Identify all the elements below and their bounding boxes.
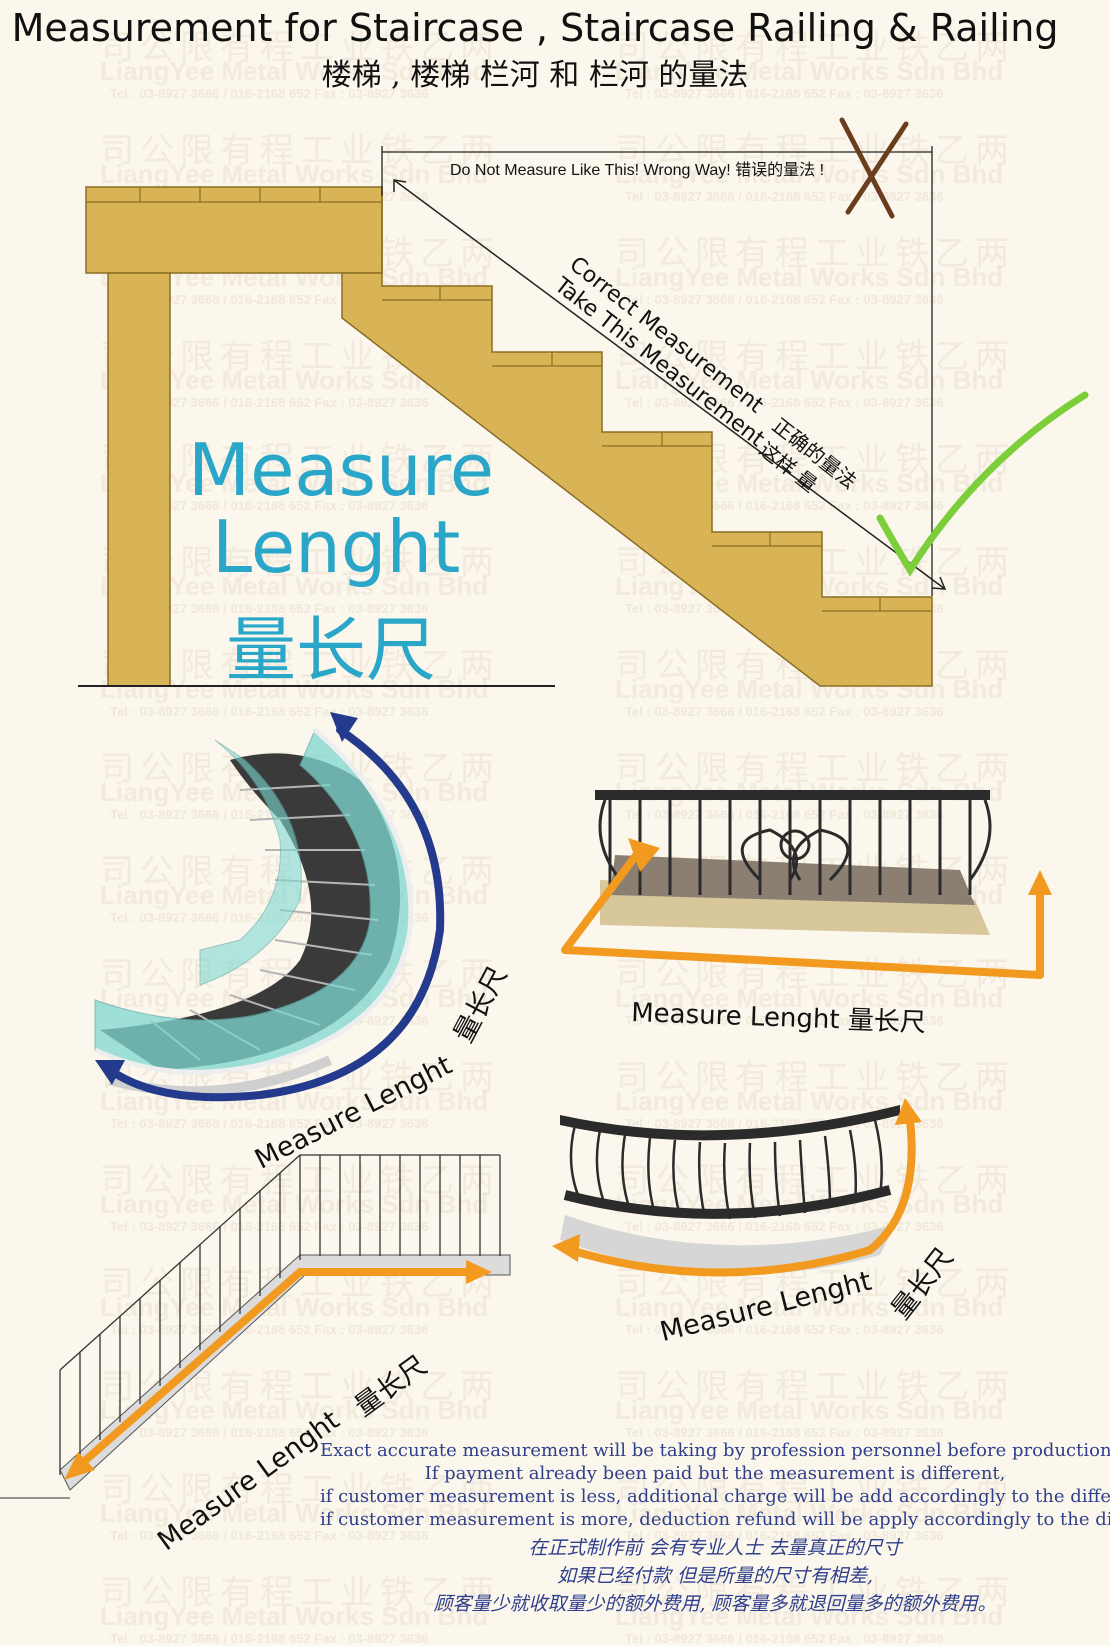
watermark-en: LiangYee Metal Works Sdn Bhd [615, 983, 1004, 1013]
watermark-contact: Tel : 03-8927 3666 / 016-2168 652 Fax : … [110, 498, 429, 513]
watermark-zh: 司公限有程工业铁乙两 [100, 1573, 500, 1613]
spiral-arrow-head-bottom [95, 1060, 125, 1085]
landing-slab [85, 186, 383, 274]
balcony-top-measure-arrow [561, 847, 1044, 979]
curved-arrow-head-top [895, 1098, 922, 1125]
straight-stair-illustration [0, 1154, 511, 1499]
note-zh-line-1: 在正式制作前 会有专业人士 去量真正的尺寸 [528, 1537, 902, 1559]
length-heading: Lenght [212, 505, 461, 589]
watermark-zh: 司公限有程工业铁乙两 [615, 749, 1015, 789]
watermark-en: LiangYee Metal Works Sdn Bhd [615, 262, 1004, 292]
watermark-contact: Tel : 03-8927 3666 / 016-2168 652 Fax : … [625, 1322, 944, 1337]
watermark-en: LiangYee Metal Works Sdn Bhd [100, 1498, 489, 1528]
stair-stringer [341, 187, 933, 687]
watermark-en: LiangYee Metal Works Sdn Bhd [615, 1498, 1004, 1528]
spiral-measure-arrow [106, 726, 445, 1102]
measure-heading-zh: 量长尺 [226, 609, 436, 691]
watermark-contact: Tel : 03-8927 3666 / 016-2168 652 Fax : … [625, 1013, 944, 1028]
note-line-3: if customer measurement is less, additio… [320, 1486, 1110, 1507]
page-title: Measurement for Staircase , Staircase Ra… [11, 6, 1059, 50]
watermark-contact: Tel : 03-8927 3666 / 016-2168 652 Fax : … [625, 292, 944, 307]
watermark-contact: Tel : 03-8927 3666 / 016-2168 652 Fax : … [625, 704, 944, 719]
note-line-4: if customer measurement is more, deducti… [320, 1509, 1110, 1530]
curved-arrow-head-left [552, 1234, 580, 1262]
cross-mark-icon [839, 117, 909, 219]
measure-heading: Measure [188, 428, 494, 512]
curved-balcony-measure-arrow [566, 1116, 916, 1277]
curved-balcony-illustration [560, 1105, 900, 1275]
wrong-measure-label: Do Not Measure Like This! Wrong Way! 错误的… [450, 162, 825, 179]
note-line-2: If payment already been paid but the mea… [424, 1463, 1006, 1484]
spiral-arrow-head-top [330, 712, 358, 742]
watermark-zh: 司公限有程工业铁乙两 [615, 1161, 1015, 1201]
watermark-contact: Tel : 03-8927 3666 / 016-2168 652 Fax : … [110, 86, 429, 101]
watermark-zh: 司公限有程工业铁乙两 [615, 131, 1015, 171]
watermark-zh: 司公限有程工业铁乙两 [100, 131, 500, 171]
watermark-en: LiangYee Metal Works Sdn Bhd [100, 1292, 489, 1322]
watermark-zh: 司公限有程工业铁乙两 [615, 1367, 1015, 1407]
support-column [107, 272, 171, 687]
watermark-zh: 司公限有程工业铁乙两 [100, 1161, 500, 1201]
watermark-en: LiangYee Metal Works Sdn Bhd [100, 159, 489, 189]
watermark-contact: Tel : 03-8927 3666 / 016-2168 652 Fax : … [625, 1631, 944, 1646]
balcony-railing-illustration [595, 790, 992, 935]
watermark-contact: Tel : 03-8927 3666 / 016-2168 652 Fax : … [625, 86, 944, 101]
watermark-contact: Tel : 03-8927 3666 / 016-2168 652 Fax : … [625, 189, 944, 204]
watermark-en: LiangYee Metal Works Sdn Bhd [615, 56, 1004, 86]
watermark-contact: Tel : 03-8927 3666 / 016-2168 652 Fax : … [625, 395, 944, 410]
watermark-en: LiangYee Metal Works Sdn Bhd [615, 674, 1004, 704]
watermark-contact: Tel : 03-8927 3666 / 016-2168 652 Fax : … [110, 1528, 429, 1543]
watermark-zh: 司公限有程工业铁乙两 [615, 1058, 1015, 1098]
watermark-contact: Tel : 03-8927 3666 / 016-2168 652 Fax : … [110, 1425, 429, 1440]
watermark-zh: 司公限有程工业铁乙两 [615, 337, 1015, 377]
watermark-en: LiangYee Metal Works Sdn Bhd [100, 1189, 489, 1219]
watermark-zh: 司公限有程工业铁乙两 [100, 1470, 500, 1510]
watermark-contact: Tel : 03-8927 3666 / 016-2168 652 Fax : … [110, 395, 429, 410]
tread-lines [139, 187, 932, 612]
spiral-staircase-illustration [93, 728, 414, 1097]
balcony-top-arrow-head-left [628, 838, 660, 872]
watermark-contact: Tel : 03-8927 3666 / 016-2168 652 Fax : … [625, 1425, 944, 1440]
note-line-1: Exact accurate measurement will be takin… [320, 1440, 1110, 1461]
watermark-zh: 司公限有程工业铁乙两 [615, 1470, 1015, 1510]
watermark-zh: 司公限有程工业铁乙两 [615, 28, 1015, 68]
watermark-contact: Tel : 03-8927 3666 / 016-2168 652 Fax : … [625, 1528, 944, 1543]
watermark-contact: Tel : 03-8927 3666 / 016-2168 652 Fax : … [110, 1322, 429, 1337]
watermark-en: LiangYee Metal Works Sdn Bhd [615, 1601, 1004, 1631]
watermark-contact: Tel : 03-8927 3666 / 016-2168 652 Fax : … [625, 1219, 944, 1234]
watermark-contact: Tel : 03-8927 3666 / 016-2168 652 Fax : … [110, 704, 429, 719]
balcony-top-arrow-head-right [1028, 870, 1052, 895]
stair-arrow-head-left [64, 1452, 95, 1480]
note-zh-line-2: 如果已经付款 但是所量的尺寸有相差, [556, 1565, 874, 1587]
page-subtitle-zh: 楼梯 , 楼梯 栏河 和 栏河 的量法 [321, 58, 749, 93]
watermark-en: LiangYee Metal Works Sdn Bhd [100, 1601, 489, 1631]
watermark-contact: Tel : 03-8927 3666 / 016-2168 652 Fax : … [110, 601, 429, 616]
stair-arrow-head-right [466, 1260, 492, 1284]
watermark-contact: Tel : 03-8927 3666 / 016-2168 652 Fax : … [625, 807, 944, 822]
watermark-en: LiangYee Metal Works Sdn Bhd [615, 365, 1004, 395]
watermark-zh: 司公限有程工业铁乙两 [100, 28, 500, 68]
watermark-en: LiangYee Metal Works Sdn Bhd [100, 56, 489, 86]
watermark-en: LiangYee Metal Works Sdn Bhd [615, 1395, 1004, 1425]
watermark-contact: Tel : 03-8927 3666 / 016-2168 652 Fax : … [110, 1116, 429, 1131]
straight-stair-measure-arrow [77, 1268, 470, 1469]
watermark-en: LiangYee Metal Works Sdn Bhd [615, 159, 1004, 189]
watermark-zh: 司公限有程工业铁乙两 [615, 234, 1015, 274]
watermark-contact: Tel : 03-8927 3666 / 016-2168 652 Fax : … [110, 1631, 429, 1646]
watermark-zh: 司公限有程工业铁乙两 [615, 1573, 1015, 1613]
watermark-en: LiangYee Metal Works Sdn Bhd [615, 1086, 1004, 1116]
watermark-en: LiangYee Metal Works Sdn Bhd [615, 1292, 1004, 1322]
note-zh-line-3: 顾客量少就收取量少的额外费用, 顾客量多就退回量多的额外费用。 [433, 1593, 997, 1615]
correct-measure-line [393, 179, 947, 590]
watermark-contact: Tel : 03-8927 3666 / 016-2168 652 Fax : … [110, 1219, 429, 1234]
check-mark-icon [876, 391, 1089, 577]
wrong-measure-line [381, 146, 933, 596]
